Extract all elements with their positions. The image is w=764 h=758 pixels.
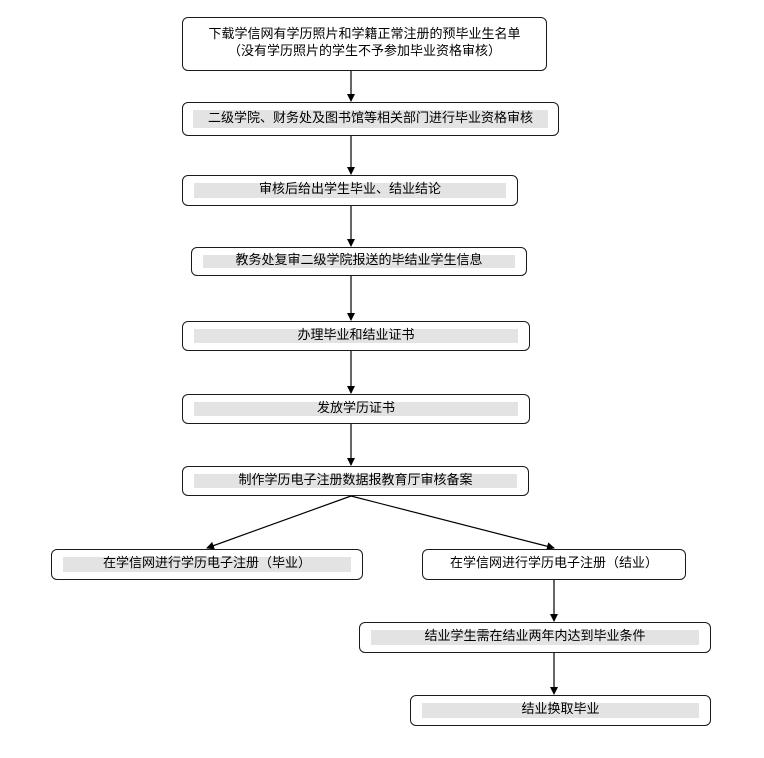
node-label: 结业换取毕业 [521, 702, 600, 718]
node-exchange-graduation: 结业换取毕业 [410, 695, 711, 726]
node-shade [422, 703, 699, 718]
node-shade [194, 329, 518, 343]
node-department-review: 二级学院、财务处及图书馆等相关部门进行毕业资格审核 [182, 102, 559, 136]
node-shade [371, 630, 699, 645]
arrow-registration-to-graduate [206, 495, 352, 550]
node-shade [194, 183, 506, 198]
node-registration-data: 制作学历电子注册数据报教育厅审核备案 [182, 466, 529, 496]
node-completion-condition: 结业学生需在结业两年内达到毕业条件 [359, 622, 711, 653]
node-shade [193, 110, 548, 128]
node-certificates: 办理毕业和结业证书 [182, 321, 530, 351]
node-label: 在学信网进行学历电子注册（毕业） [102, 556, 311, 572]
node-register-completion: 在学信网进行学历电子注册（结业） [422, 549, 686, 580]
node-label: 在学信网进行学历电子注册（结业） [449, 556, 658, 572]
node-label-line-1: 下载学信网有学历照片和学籍正常注册的预毕业生名单 [208, 27, 521, 43]
node-academic-affairs-recheck: 教务处复审二级学院报送的毕结业学生信息 [191, 247, 527, 276]
node-shade [194, 474, 517, 488]
node-issue-certificate: 发放学历证书 [182, 394, 530, 424]
node-label-line-2: （没有学历照片的学生不予参加毕业资格审核） [227, 44, 501, 59]
node-label: 教务处复审二级学院报送的毕结业学生信息 [235, 253, 483, 269]
node-label: 制作学历电子注册数据报教育厅审核备案 [238, 472, 473, 488]
node-label: 发放学历证书 [316, 400, 395, 416]
node-label: 下载学信网有学历照片和学籍正常注册的预毕业生名单 （没有学历照片的学生不予参加毕… [183, 18, 546, 70]
node-label: 结业学生需在结业两年内达到毕业条件 [424, 629, 646, 645]
node-shade [203, 255, 515, 268]
node-label: 办理毕业和结业证书 [297, 327, 415, 343]
node-label: 二级学院、财务处及图书馆等相关部门进行毕业资格审核 [207, 110, 533, 126]
node-label: 审核后给出学生毕业、结业结论 [258, 182, 441, 198]
node-shade [194, 402, 518, 416]
node-register-graduate: 在学信网进行学历电子注册（毕业） [51, 549, 363, 580]
node-shade [63, 557, 351, 572]
node-download-list: 下载学信网有学历照片和学籍正常注册的预毕业生名单 （没有学历照片的学生不予参加毕… [182, 17, 547, 71]
node-conclusion: 审核后给出学生毕业、结业结论 [182, 175, 518, 206]
arrow-registration-to-completion [350, 495, 555, 551]
